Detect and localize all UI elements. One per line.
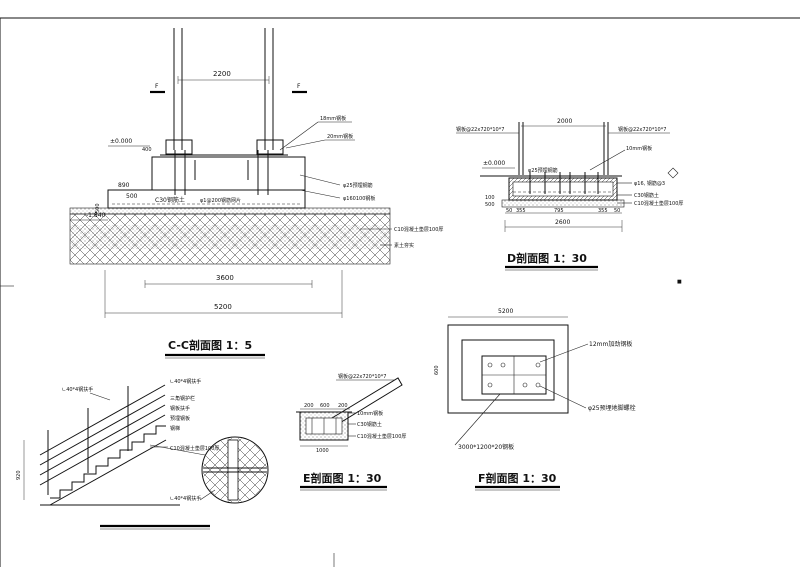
note-d-anchor: φ25预埋钢筋 bbox=[528, 167, 558, 174]
stair-railings bbox=[39, 384, 166, 495]
detail-circle bbox=[201, 436, 269, 504]
note-c30: C30钢筋土 bbox=[155, 196, 185, 204]
elevation-d-000: ±0.000 bbox=[483, 160, 505, 167]
title-ff: F剖面图 1：30 bbox=[478, 471, 557, 485]
dim-d-100: 100 bbox=[485, 195, 495, 201]
dim-f-5200: 5200 bbox=[498, 308, 513, 315]
dim-e-600: 600 bbox=[320, 403, 330, 409]
dim-d-50b: 50 bbox=[614, 208, 620, 214]
elevation-000: ±0.000 bbox=[110, 138, 132, 145]
section-marks: F F bbox=[150, 83, 307, 94]
note-stair-3: 三角钢护栏 bbox=[170, 395, 195, 402]
cc-notes: 18mm钢板 20mm钢板 φ25预埋钢筋 φ160100钢板 C10混凝土垫层… bbox=[279, 115, 443, 249]
footing-plan-inner bbox=[461, 339, 555, 401]
dim-e-1000: 1000 bbox=[316, 448, 329, 454]
section-mark-left: F bbox=[155, 83, 159, 90]
dim-e-200b: 200 bbox=[338, 403, 348, 409]
title-dd: D剖面图 1：30 bbox=[507, 251, 587, 265]
note-e-plate: 钢板@22x720*10*7 bbox=[338, 373, 386, 380]
note-f-plate: 3000*1200*20钢板 bbox=[458, 443, 514, 451]
note-d-10mm: 10mm钢板 bbox=[626, 145, 652, 152]
note-d-rebar: φ16, 钢筋@3 bbox=[634, 180, 665, 187]
dim-2600: 2600 bbox=[555, 219, 570, 226]
dd-bottom-dims: 50 355 795 355 50 2600 bbox=[504, 208, 623, 232]
dim-890: 890 bbox=[118, 182, 130, 189]
dd-notes: 钢板@22x720*10*7 钢板@22x720*10*7 φ25预埋钢筋 10… bbox=[456, 126, 683, 207]
bolt-holes bbox=[487, 362, 541, 388]
note-18mm: 18mm钢板 bbox=[320, 115, 346, 122]
dim-d-50a: 50 bbox=[506, 208, 512, 214]
note-20mm: 20mm钢板 bbox=[327, 133, 353, 140]
anchor-bolts bbox=[174, 150, 269, 195]
note-anchor: φ25预埋钢筋 bbox=[343, 182, 373, 189]
title-cc: C-C剖面图 1：5 bbox=[168, 338, 252, 352]
dim-e-200a: 200 bbox=[304, 403, 314, 409]
section-ff: 5200 600 12mm加劲钢板 φ25预埋地脚螺栓 3000*1200*20… bbox=[434, 308, 636, 491]
stair-section: 920 ∟40*4钢扶手 ∟40*4钢扶手 三角钢护栏 钢板扶手 预埋钢板 钢梯… bbox=[16, 378, 269, 530]
note-e-10mm: 10mm钢板 bbox=[357, 410, 383, 417]
note-stair-1: ∟40*4钢扶手 bbox=[170, 378, 201, 385]
stair-stringer bbox=[49, 439, 167, 506]
note-c10: C10混凝土垫层100厚 bbox=[394, 226, 443, 233]
dim-500: 500 bbox=[126, 193, 138, 200]
dim-d-355a: 355 bbox=[516, 208, 526, 214]
dim-5200: 5200 bbox=[214, 303, 232, 311]
note-d-c30: C30钢筋土 bbox=[634, 192, 659, 199]
level-marker-icon bbox=[667, 167, 679, 179]
section-dd: 2000 ±0.000 100 500 50 355 795 355 5 bbox=[456, 118, 683, 271]
dim-f-side: 600 bbox=[434, 365, 440, 375]
note-stair-7: C10混凝土垫层100厚 bbox=[170, 445, 219, 452]
footing-plan-outer bbox=[447, 324, 569, 414]
dim-3600: 3600 bbox=[216, 274, 234, 282]
note-stair-6: 钢梯 bbox=[170, 425, 180, 432]
dim-d-500: 500 bbox=[485, 202, 495, 208]
stair-steps bbox=[50, 425, 166, 499]
note-stair-4: 钢板扶手 bbox=[170, 405, 190, 412]
note-f-12mm: 12mm加劲钢板 bbox=[589, 340, 632, 348]
note-e-c30: C30钢筋土 bbox=[357, 421, 382, 428]
section-ee: 钢板@22x720*10*7 200 600 200 1000 10mm钢板 C… bbox=[296, 373, 406, 491]
title-ee: E剖面图 1：30 bbox=[303, 471, 382, 485]
base-plate-right bbox=[256, 139, 284, 155]
note-plate: φ160100钢板 bbox=[343, 195, 375, 202]
dim-2000: 2000 bbox=[557, 118, 572, 125]
note-d-c10: C10混凝土垫层100厚 bbox=[634, 200, 683, 207]
dim-500b: 500 bbox=[95, 203, 101, 213]
page-mark: ■ bbox=[677, 279, 682, 285]
dim-2200: 2200 bbox=[213, 70, 231, 78]
sheet-frame bbox=[0, 17, 800, 567]
dim-d-795: 795 bbox=[554, 208, 564, 214]
note-stair-2: ∟40*4钢扶手 bbox=[62, 386, 93, 393]
note-soil: 素土夯实 bbox=[394, 242, 414, 249]
note-d-plate-right: 钢板@22x720*10*7 bbox=[618, 126, 666, 133]
dim-400: 400 bbox=[142, 147, 152, 153]
gravel-layer bbox=[69, 207, 391, 215]
note-e-c10: C10混凝土垫层100厚 bbox=[357, 433, 406, 440]
elevation-1840: -1.840 bbox=[86, 212, 106, 219]
note-stair-5: 预埋钢板 bbox=[170, 415, 190, 422]
note-d-plate-left: 钢板@22x720*10*7 bbox=[456, 126, 504, 133]
section-mark-right: F bbox=[297, 83, 301, 90]
dim-920: 920 bbox=[16, 470, 22, 480]
base-plate-left bbox=[165, 139, 193, 155]
dim-d-355b: 355 bbox=[598, 208, 608, 214]
steel-columns bbox=[173, 28, 274, 150]
section-cc: F F 2200 φ1@200钢筋网片 C30钢筋土 bbox=[69, 28, 443, 359]
note-detail: ∟40*4钢扶手 bbox=[170, 495, 201, 502]
note-rebar: φ1@200钢筋网片 bbox=[200, 197, 241, 204]
stair-notes: ∟40*4钢扶手 ∟40*4钢扶手 三角钢护栏 钢板扶手 预埋钢板 钢梯 C10… bbox=[62, 378, 219, 452]
note-f-anchor: φ25预埋地脚螺栓 bbox=[588, 404, 636, 412]
